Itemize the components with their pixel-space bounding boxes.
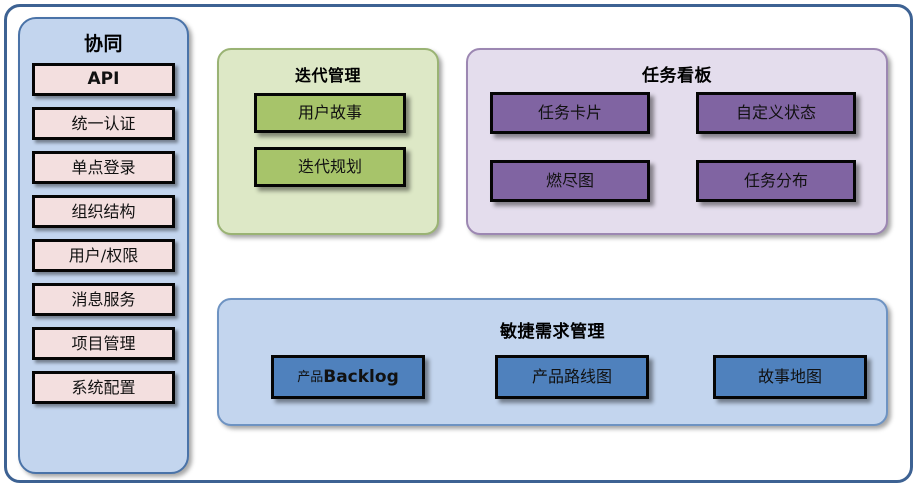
chip-custom-status[interactable]: 自定义状态: [696, 92, 856, 134]
chip-task-card[interactable]: 任务卡片: [490, 92, 650, 134]
sidebar-item-unified-auth[interactable]: 统一认证: [32, 107, 175, 140]
chip-product-backlog-prefix: 产品: [297, 369, 324, 385]
requirements-title: 敏捷需求管理: [500, 322, 605, 342]
iteration-title: 迭代管理: [294, 66, 361, 85]
chip-burndown-chart[interactable]: 燃尽图: [490, 160, 650, 202]
sidebar-item-org-structure[interactable]: 组织结构: [32, 195, 175, 228]
sidebar-item-system-config[interactable]: 系统配置: [32, 371, 175, 404]
chip-story-map[interactable]: 故事地图: [713, 355, 867, 399]
chip-iteration-planning[interactable]: 迭代规划: [254, 147, 406, 187]
sidebar-item-project-management[interactable]: 项目管理: [32, 327, 175, 360]
sidebar-item-message-service[interactable]: 消息服务: [32, 283, 175, 316]
sidebar-item-single-sign-on[interactable]: 单点登录: [32, 151, 175, 184]
outer-frame: [4, 4, 913, 483]
sidebar-item-list: API 统一认证 单点登录 组织结构 用户/权限 消息服务 项目管理 系统配置: [32, 63, 175, 415]
chip-product-backlog-suffix: Backlog: [323, 366, 399, 387]
panel-iteration-management: 迭代管理 用户故事 迭代规划: [217, 48, 439, 235]
chip-task-distribution[interactable]: 任务分布: [696, 160, 856, 202]
sidebar-item-user-permission[interactable]: 用户/权限: [32, 239, 175, 272]
sidebar-title: 协同: [83, 33, 123, 55]
chip-user-story[interactable]: 用户故事: [254, 93, 406, 133]
sidebar-item-api[interactable]: API: [32, 63, 175, 96]
panel-task-kanban: 任务看板 任务卡片 自定义状态 燃尽图 任务分布: [466, 48, 888, 235]
kanban-title: 任务看板: [642, 66, 712, 86]
chip-product-roadmap[interactable]: 产品路线图: [495, 355, 649, 399]
sidebar-panel-collaboration: 协同 API 统一认证 单点登录 组织结构 用户/权限 消息服务 项目管理 系统…: [18, 17, 189, 474]
